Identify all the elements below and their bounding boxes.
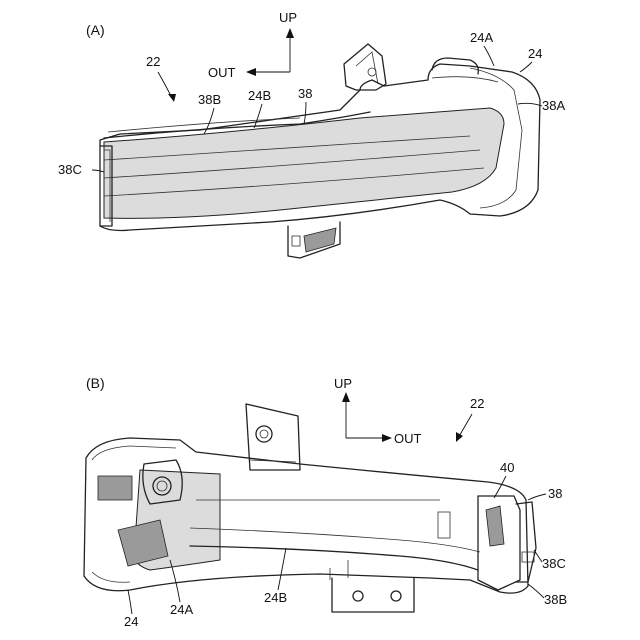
panel-b-lamp-drawing — [84, 404, 536, 612]
panel-b-up-label: UP — [334, 376, 352, 391]
panel-b-ref-38: 38 — [548, 486, 562, 501]
panel-b-ref-22: 22 — [470, 396, 484, 411]
panel-b-ref-24B: 24B — [264, 590, 287, 605]
panel-b-out-label: OUT — [394, 431, 422, 446]
panel-b-label: (B) — [86, 375, 105, 391]
panel-b-ref-38B: 38B — [544, 592, 567, 607]
panel-b-ref-38C: 38C — [542, 556, 566, 571]
panel-a-direction-indicator: UP OUT — [208, 10, 297, 80]
panel-a-label: (A) — [86, 22, 105, 38]
panel-a-lamp-drawing — [100, 44, 540, 258]
panel-a-ref-38B: 38B — [198, 92, 221, 107]
panel-a-ref-38C: 38C — [58, 162, 82, 177]
panel-a-ref-38: 38 — [298, 86, 312, 101]
panel-a-lens — [104, 108, 504, 218]
panel-a-ref-38A: 38A — [542, 98, 565, 113]
panel-a-out-label: OUT — [208, 65, 236, 80]
panel-b-direction-indicator: UP OUT — [334, 376, 422, 446]
panel-a: (A) UP OUT — [58, 10, 565, 258]
panel-a-ref-24B: 24B — [248, 88, 271, 103]
panel-b: (B) UP OUT — [84, 375, 567, 629]
panel-b-ref-40: 40 — [500, 460, 514, 475]
panel-a-ref-22: 22 — [146, 54, 160, 69]
panel-b-bottom-bracket — [330, 560, 414, 612]
panel-b-right-end — [438, 496, 536, 590]
panel-b-upper-tab — [246, 404, 300, 470]
panel-b-ref-24A: 24A — [170, 602, 193, 617]
panel-a-ref-24A: 24A — [470, 30, 493, 45]
panel-b-ref-24: 24 — [124, 614, 138, 629]
panel-a-ref-24: 24 — [528, 46, 542, 61]
panel-a-up-label: UP — [279, 10, 297, 25]
